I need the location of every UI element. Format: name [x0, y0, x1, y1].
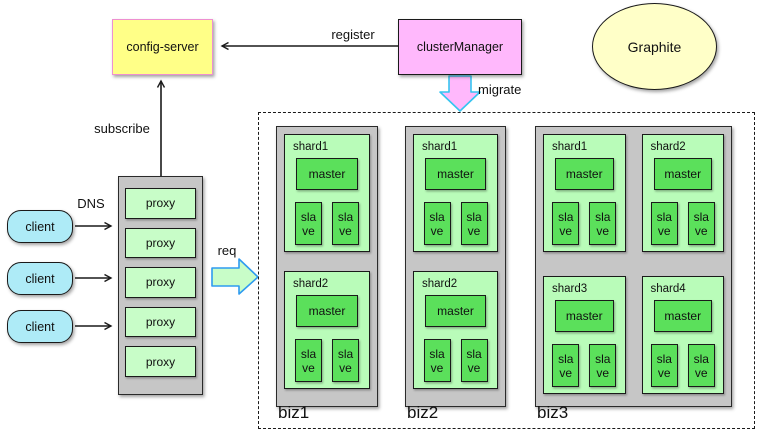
cluster-manager-node: clusterManager [398, 19, 522, 75]
slave-row: slave slave [650, 202, 717, 245]
master-node: master [653, 300, 712, 332]
subscribe-label: subscribe [94, 121, 150, 136]
cluster-biz3: shard1 master slave slave shard2 master … [535, 126, 732, 407]
shard-name: shard1 [552, 141, 588, 153]
shard: shard4 master slave slave [641, 276, 724, 394]
slave-node: slave [687, 202, 715, 245]
master-node: master [425, 158, 486, 190]
master-node: master [425, 295, 486, 327]
proxy-node: proxy [125, 267, 196, 298]
slave-row: slave slave [650, 344, 717, 387]
master-node: master [296, 158, 358, 190]
req-fat-arrow [211, 258, 259, 295]
req-label: req [217, 243, 237, 258]
slave-row: slave slave [292, 202, 362, 245]
shard: shard1 master slave slave [284, 134, 370, 252]
dns-label: DNS [77, 196, 105, 211]
slave-node: slave [589, 202, 617, 245]
client-node-3: client [7, 310, 73, 343]
slave-label: slave [300, 209, 317, 238]
master-node: master [555, 300, 614, 332]
slave-node: slave [552, 202, 580, 245]
proxy-node: proxy [125, 346, 196, 377]
slave-node: slave [295, 339, 322, 382]
shard-name: shard2 [293, 278, 329, 290]
shard: shard2 master slave slave [413, 271, 498, 389]
slave-node: slave [332, 339, 359, 382]
slave-node: slave [423, 202, 451, 245]
cluster-biz1: shard1 master slave slave shard2 master … [276, 126, 378, 407]
shard-name: shard1 [422, 141, 458, 153]
slave-node: slave [295, 202, 322, 245]
slave-label: slave [558, 351, 574, 380]
master-node: master [555, 158, 614, 190]
slave-node: slave [589, 344, 617, 387]
slave-node: slave [650, 344, 678, 387]
slave-label: slave [300, 346, 317, 375]
shard: shard1 master slave slave [413, 134, 498, 252]
proxy-stack: proxy proxy proxy proxy proxy [118, 176, 203, 395]
shard-name: shard2 [422, 278, 458, 290]
slave-row: slave slave [551, 202, 618, 245]
config-server-node: config-server [112, 19, 213, 75]
slave-label: slave [337, 209, 354, 238]
slave-label: slave [656, 351, 672, 380]
shard-name: shard2 [650, 141, 686, 153]
biz-region-boundary [258, 112, 755, 429]
slave-label: slave [595, 209, 611, 238]
slave-row: slave slave [421, 339, 490, 382]
shard: shard2 master slave slave [641, 134, 724, 252]
cluster-label-biz3: biz3 [537, 403, 569, 422]
slave-label: slave [429, 346, 445, 375]
client-node-1: client [7, 210, 73, 243]
register-label: register [331, 27, 375, 42]
slave-row: slave slave [292, 339, 362, 382]
proxy-node: proxy [125, 306, 196, 338]
migrate-fat-arrow [439, 75, 481, 112]
shard: shard2 master slave slave [284, 271, 370, 389]
shard-name: shard3 [552, 283, 588, 295]
slave-node: slave [460, 339, 488, 382]
cluster-biz2: shard1 master slave slave shard2 master … [405, 126, 506, 407]
slave-label: slave [693, 209, 709, 238]
slave-row: slave slave [421, 202, 490, 245]
migrate-label: migrate [478, 82, 522, 97]
cluster-label-biz2: biz2 [407, 403, 439, 422]
slave-node: slave [552, 344, 580, 387]
master-node: master [653, 158, 712, 190]
slave-label: slave [693, 351, 709, 380]
client-node-2: client [7, 262, 73, 295]
slave-node: slave [423, 339, 451, 382]
proxy-node: proxy [125, 188, 196, 219]
slave-node: slave [460, 202, 488, 245]
slave-label: slave [466, 346, 482, 375]
master-node: master [296, 295, 358, 327]
shard: shard3 master slave slave [543, 276, 626, 394]
slave-node: slave [332, 202, 359, 245]
shard: shard1 master slave slave [543, 134, 626, 252]
slave-label: slave [429, 209, 445, 238]
slave-label: slave [656, 209, 672, 238]
cluster-label-biz1: biz1 [278, 403, 310, 422]
slave-label: slave [558, 209, 574, 238]
shard-name: shard4 [650, 283, 686, 295]
slave-node: slave [687, 344, 715, 387]
slave-node: slave [650, 202, 678, 245]
slave-label: slave [595, 351, 611, 380]
slave-row: slave slave [551, 344, 618, 387]
slave-label: slave [337, 346, 354, 375]
graphite-node: Graphite [592, 3, 717, 90]
proxy-node: proxy [125, 227, 196, 259]
slave-label: slave [466, 209, 482, 238]
shard-name: shard1 [293, 141, 329, 153]
